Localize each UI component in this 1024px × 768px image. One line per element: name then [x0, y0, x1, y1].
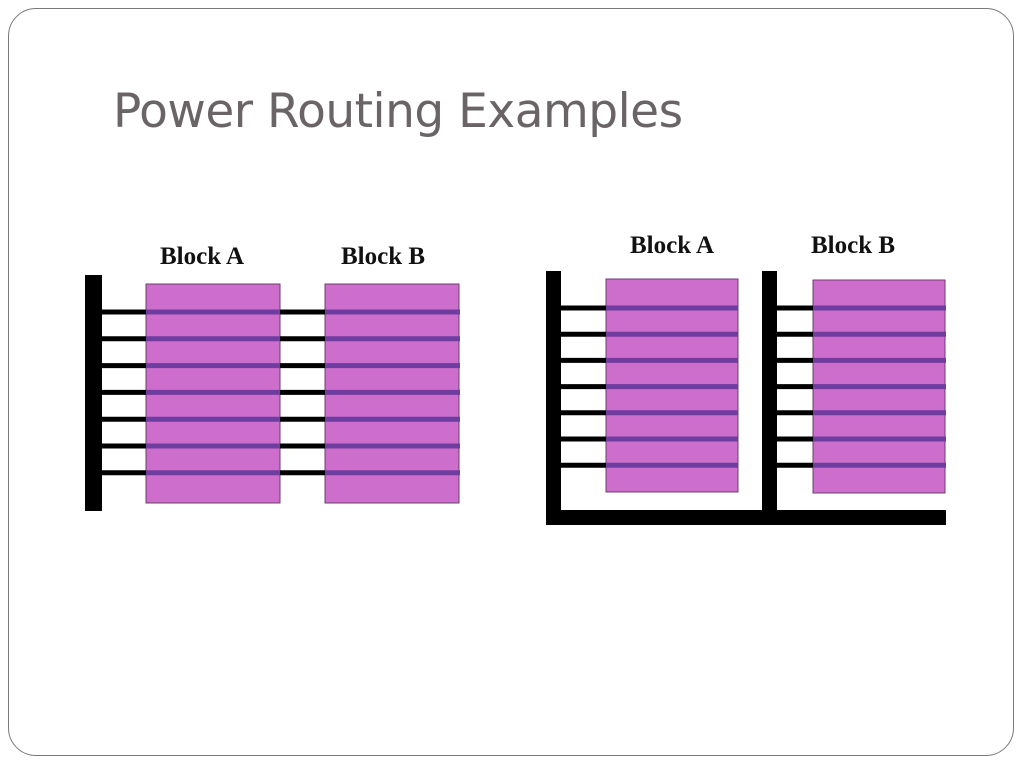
example2-routing	[546, 271, 946, 525]
example2-left-vertical-rail	[546, 271, 561, 525]
example1-block-a-label: Block A	[160, 243, 245, 270]
example2-block-b-label: Block B	[811, 232, 896, 259]
example1-routing	[85, 275, 460, 511]
example1-vertical-rail	[85, 275, 102, 511]
example2-power-stripes	[561, 305, 946, 468]
example1-power-stripes	[102, 309, 460, 476]
slide-title: Power Routing Examples	[113, 84, 683, 139]
example2-block-a-label: Block A	[630, 232, 715, 259]
example2-middle-vertical-rail	[762, 271, 777, 525]
example2-bottom-rail	[546, 510, 946, 525]
example1-block-b-label: Block B	[341, 243, 426, 270]
